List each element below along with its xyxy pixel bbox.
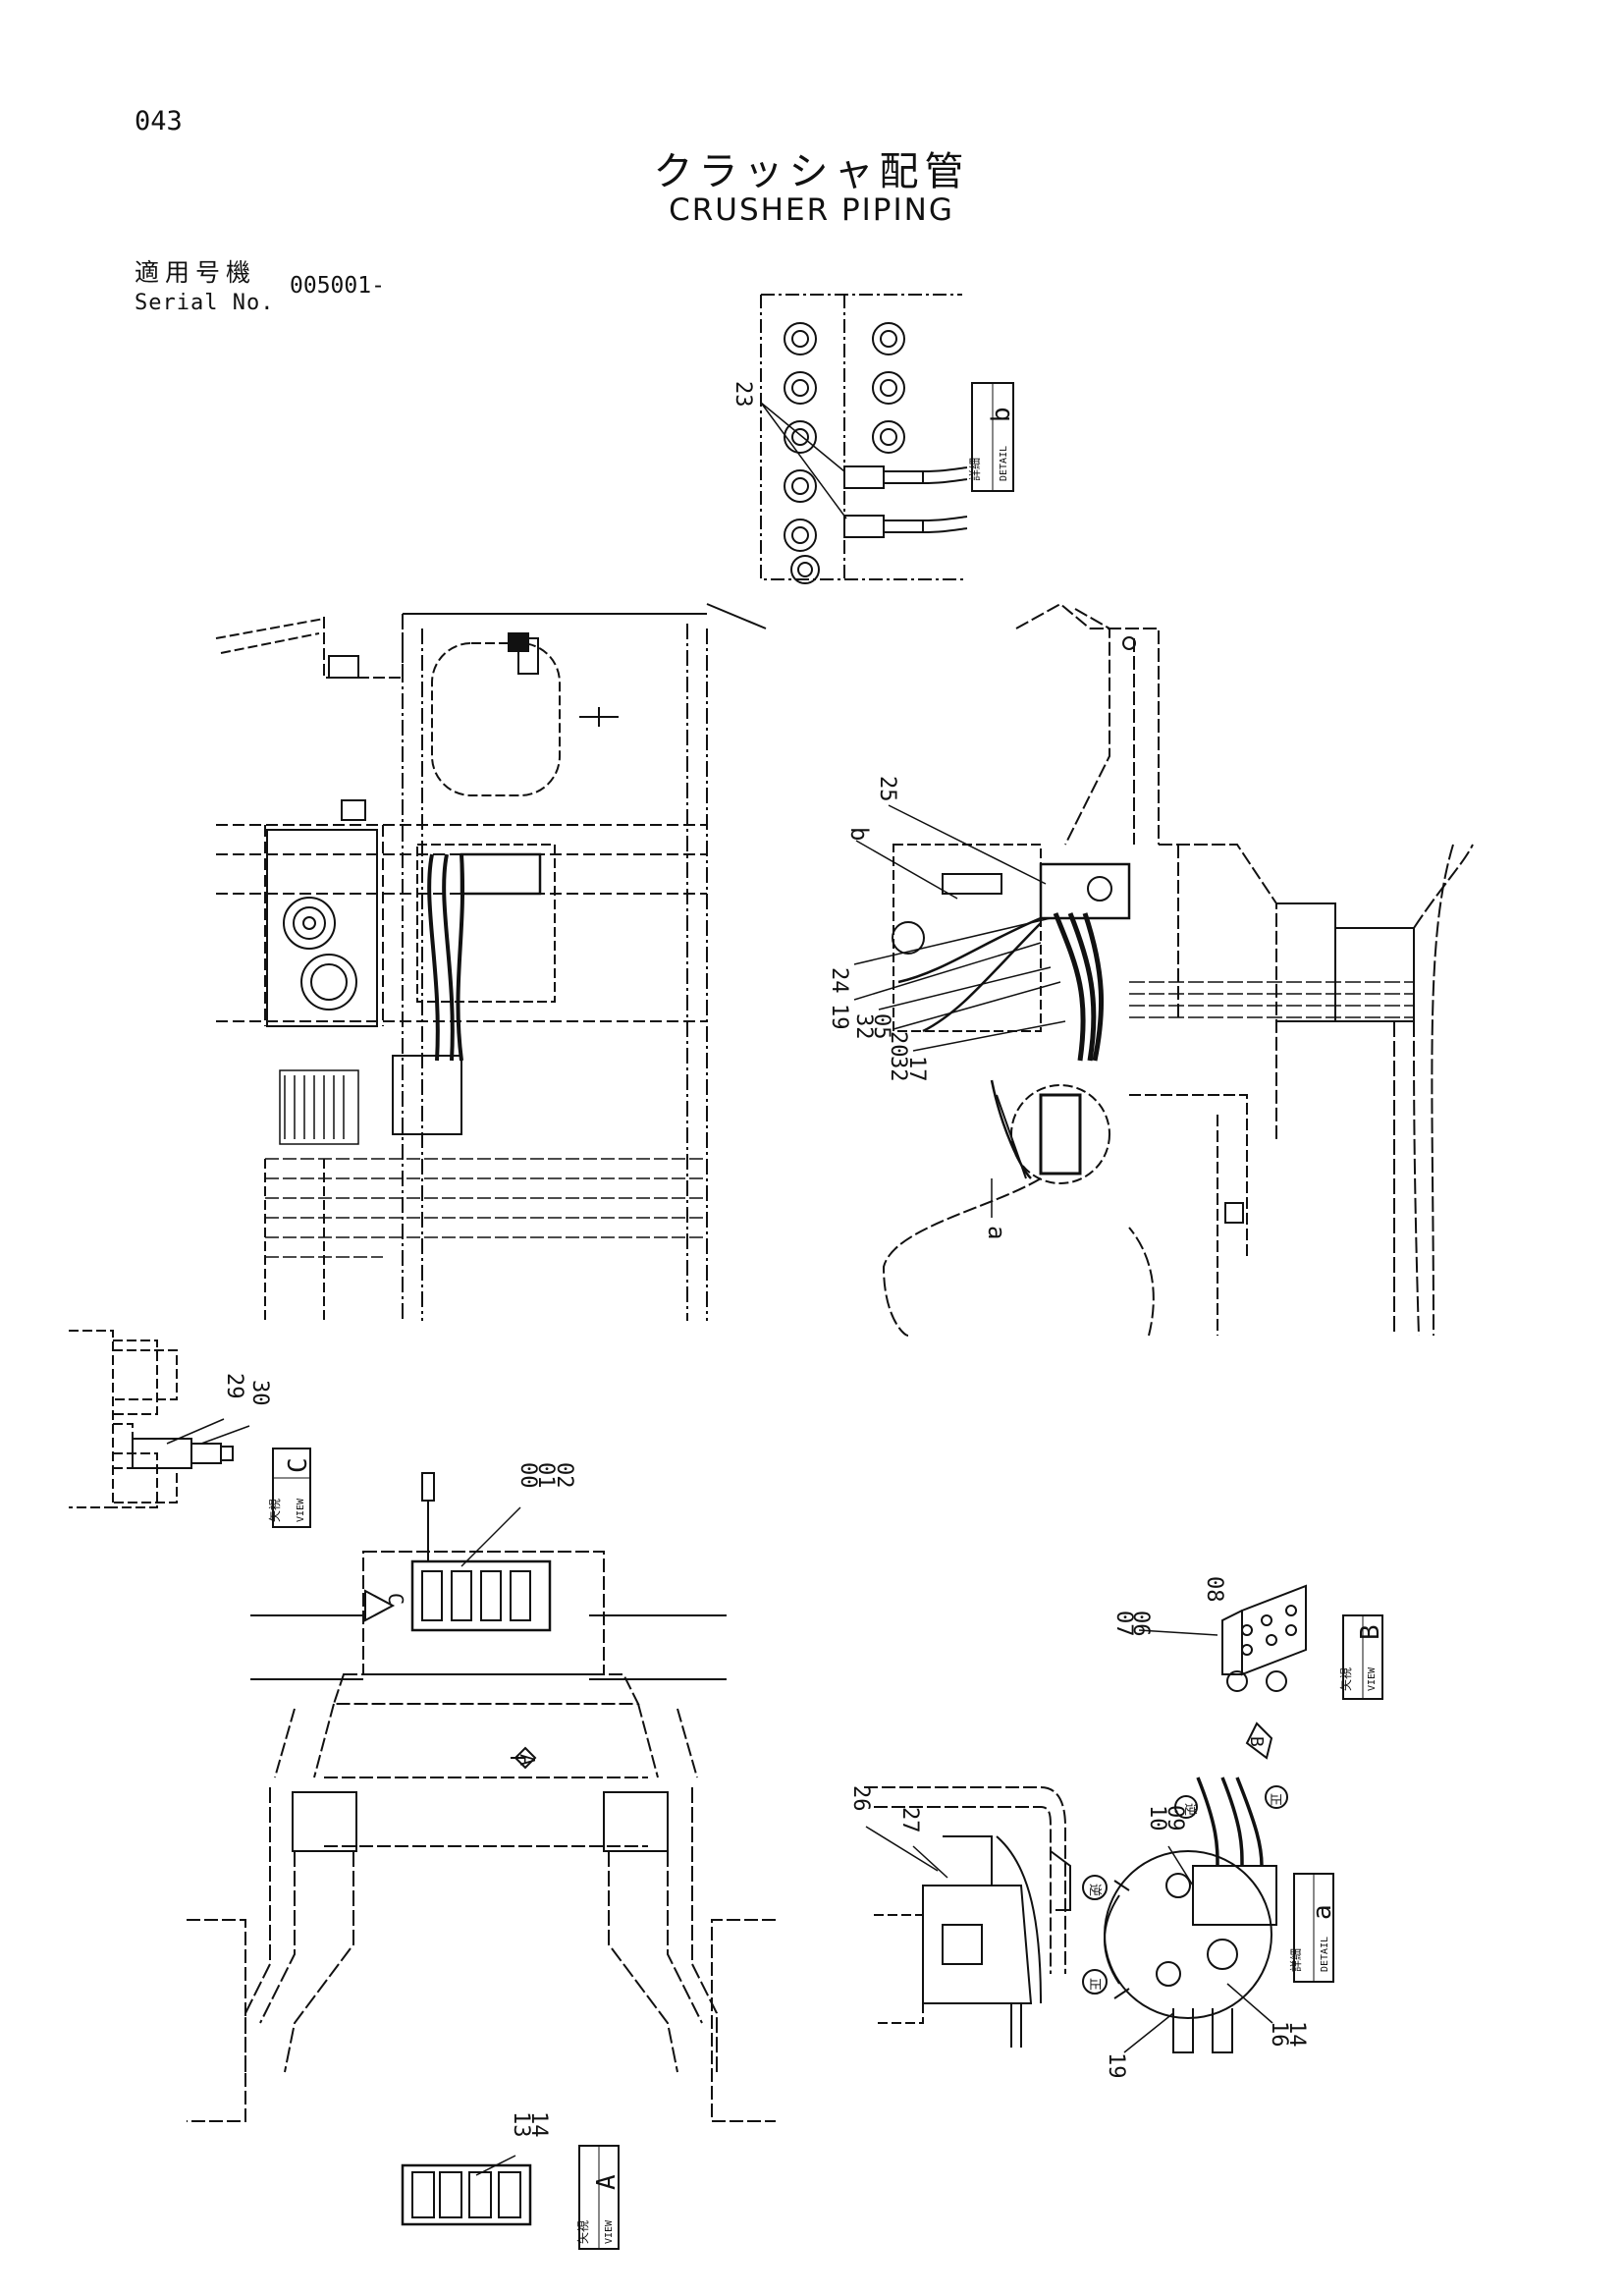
marker-b: b bbox=[845, 827, 873, 841]
leader-lines-view-c bbox=[166, 1418, 250, 1445]
marker-a: a bbox=[983, 1226, 1010, 1239]
detail-a-drawing bbox=[864, 1777, 1334, 2053]
callout-01: 01 bbox=[533, 1462, 558, 1489]
leader-line-07 bbox=[1138, 1629, 1218, 1636]
leader-line-00 bbox=[460, 1506, 521, 1567]
upper-structure-side-view bbox=[882, 602, 1474, 1337]
callout-09: 09 bbox=[1163, 1805, 1187, 1831]
leader-lines-detail-a bbox=[865, 1826, 1273, 2053]
arrow-marker-b: B bbox=[1246, 1736, 1267, 1747]
callout-26: 26 bbox=[848, 1785, 873, 1812]
callout-16: 16 bbox=[1267, 2021, 1291, 2048]
callout-07: 07 bbox=[1111, 1611, 1136, 1637]
detail-a-letter: a bbox=[1308, 1904, 1337, 1920]
callout-08: 08 bbox=[1202, 1576, 1226, 1603]
leader-lines-side-view bbox=[853, 804, 1066, 1218]
page-number: 043 bbox=[135, 106, 183, 137]
view-b-drawing bbox=[1221, 1584, 1383, 1760]
callout-30: 30 bbox=[247, 1380, 272, 1406]
detail-b-label-jp: 詳細 bbox=[967, 458, 982, 481]
callout-19-side: 19 bbox=[827, 1004, 851, 1030]
callout-32-side-a: 32 bbox=[851, 1013, 876, 1040]
rotation-mark-2: 正 bbox=[1268, 1793, 1282, 1806]
callout-20: 20 bbox=[886, 1031, 910, 1058]
view-a-label-en: VIEW bbox=[604, 2219, 615, 2244]
leader-line-13 bbox=[475, 2155, 516, 2176]
callout-19-detail: 19 bbox=[1104, 2052, 1128, 2079]
rotation-mark-1: 逆 bbox=[1182, 1803, 1198, 1816]
callout-23: 23 bbox=[730, 381, 755, 408]
detail-b-drawing bbox=[760, 294, 1014, 584]
callout-14-detail: 14 bbox=[1284, 2021, 1309, 2048]
callout-05: 05 bbox=[869, 1013, 893, 1040]
view-b-label-jp: 矢視 bbox=[1338, 1667, 1353, 1691]
view-c-letter: C bbox=[284, 1457, 313, 1473]
view-a-letter: A bbox=[592, 2174, 622, 2190]
serial-label-japanese: 適用号機 bbox=[135, 258, 257, 287]
view-c-label-en: VIEW bbox=[296, 1498, 306, 1522]
callout-32-side-b: 32 bbox=[886, 1056, 910, 1082]
rotation-mark-3: 逆 bbox=[1087, 1884, 1103, 1896]
callout-25: 25 bbox=[875, 776, 899, 802]
detail-b-letter: b bbox=[987, 407, 1016, 422]
view-a-drawing bbox=[401, 2145, 620, 2250]
view-c-drawing bbox=[69, 1330, 311, 1528]
title-english: CRUSHER PIPING bbox=[669, 192, 954, 228]
callout-14-view-a: 14 bbox=[526, 2111, 551, 2138]
arrow-marker-c: C bbox=[384, 1593, 407, 1605]
detail-a-label-en: DETAIL bbox=[1320, 1937, 1330, 1972]
view-a-label-jp: 矢視 bbox=[575, 2220, 590, 2244]
callout-00: 00 bbox=[515, 1462, 540, 1489]
callout-13: 13 bbox=[509, 2111, 533, 2138]
detail-a-label-jp: 詳細 bbox=[1288, 1948, 1303, 1972]
view-c-label-jp: 矢視 bbox=[267, 1499, 282, 1522]
rotation-mark-4: 正 bbox=[1087, 1978, 1102, 1991]
arrow-marker-a: A bbox=[515, 1754, 539, 1766]
callout-27: 27 bbox=[897, 1807, 922, 1833]
callout-02: 02 bbox=[552, 1462, 576, 1489]
callout-10: 10 bbox=[1145, 1805, 1169, 1831]
callout-24: 24 bbox=[827, 967, 851, 994]
callout-29: 29 bbox=[222, 1373, 246, 1399]
view-b-label-en: VIEW bbox=[1367, 1667, 1378, 1691]
swing-frame-top-view bbox=[187, 1472, 776, 2122]
upper-structure-top-view bbox=[215, 603, 767, 1321]
callout-06: 06 bbox=[1128, 1611, 1153, 1637]
serial-number-range: 005001- bbox=[290, 273, 385, 299]
title-japanese: クラッシャ配管 bbox=[653, 149, 970, 194]
view-b-letter: B bbox=[1356, 1624, 1385, 1640]
detail-b-label-en: DETAIL bbox=[999, 446, 1009, 481]
serial-label-english: Serial No. bbox=[135, 291, 275, 315]
callout-17: 17 bbox=[904, 1056, 929, 1082]
